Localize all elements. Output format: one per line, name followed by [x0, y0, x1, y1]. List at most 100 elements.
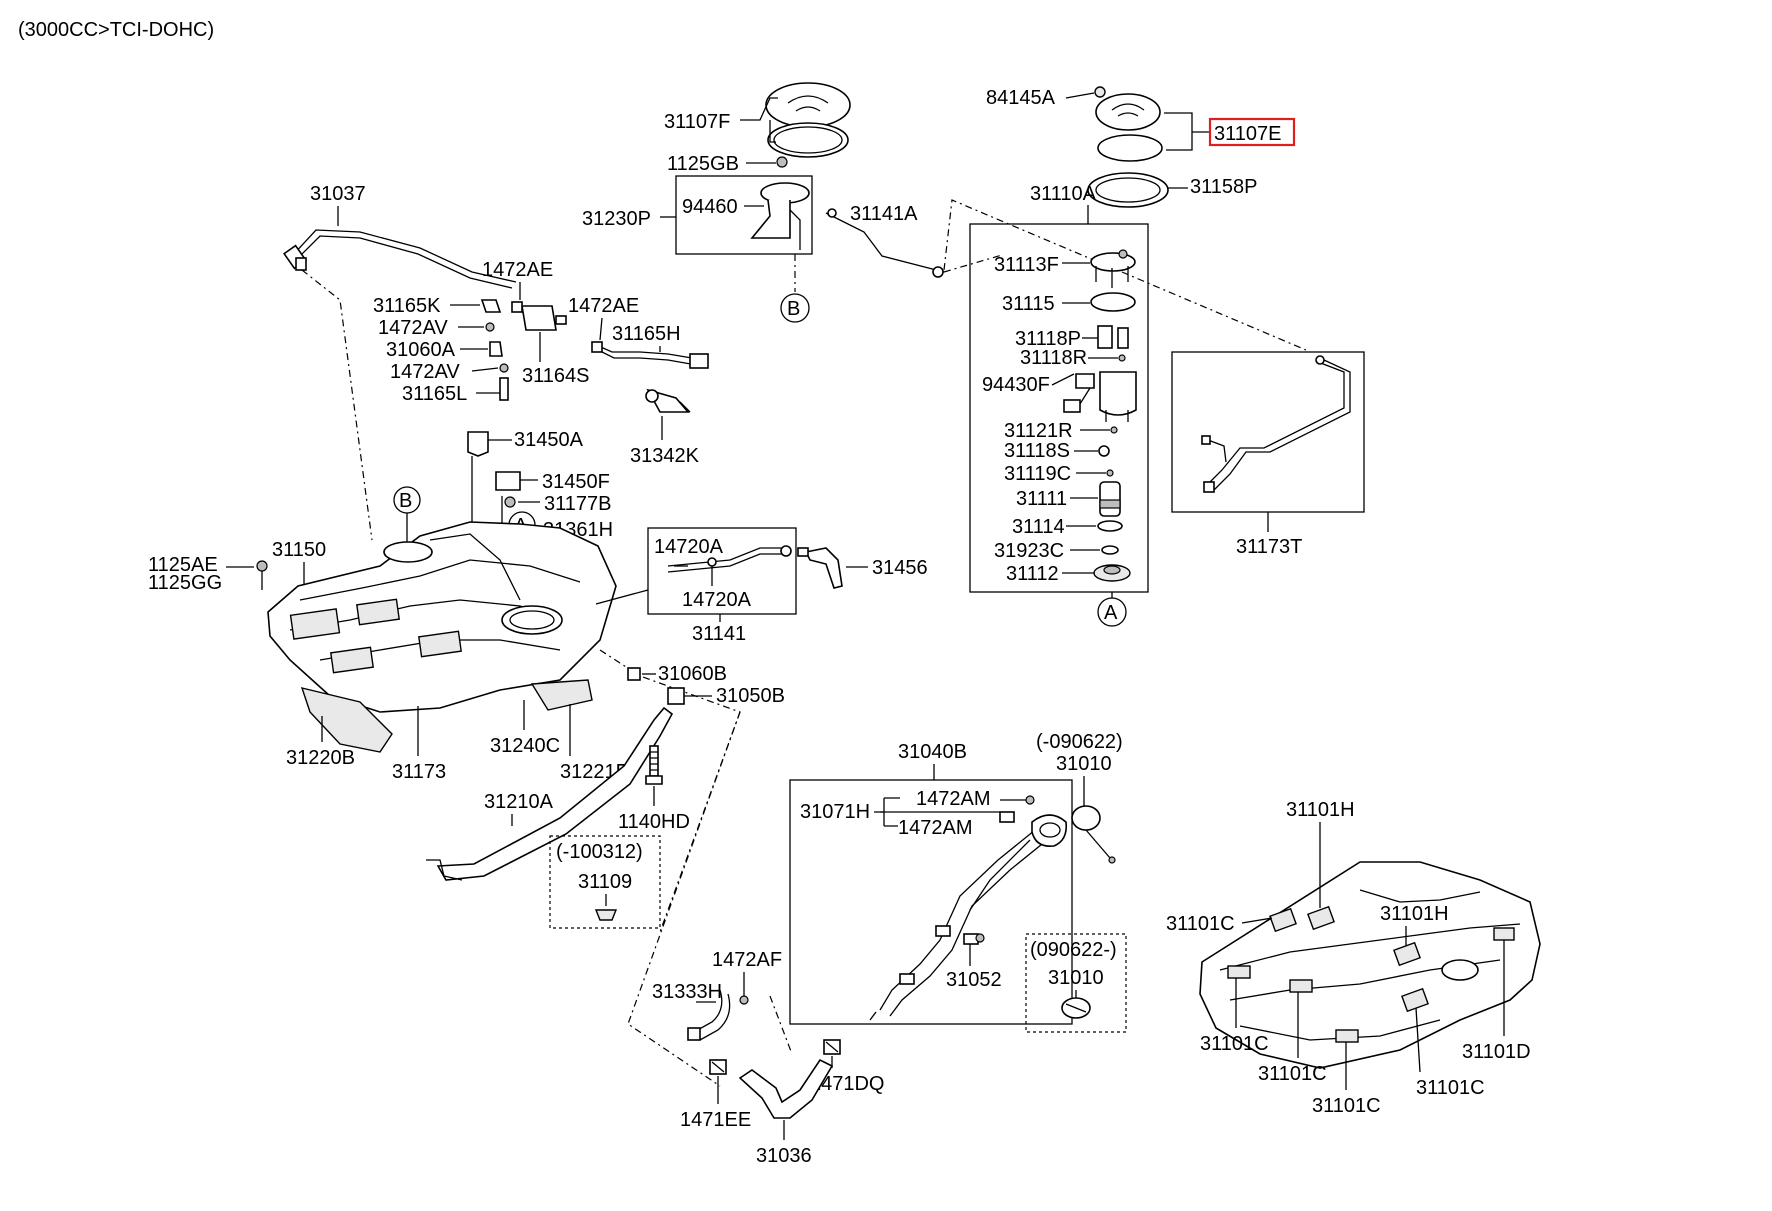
callout-31052[interactable]: 31052: [946, 969, 1002, 991]
callout-31101C-c[interactable]: 31101C: [1258, 1063, 1327, 1085]
callout-1472AF[interactable]: 1472AF: [712, 949, 782, 971]
callout-1125GG[interactable]: 1125GG: [148, 572, 222, 594]
callout-94460[interactable]: 94460: [682, 196, 738, 218]
callout-1472AE-a[interactable]: 1472AE: [482, 259, 553, 281]
callout-31158P[interactable]: 31158P: [1190, 176, 1257, 198]
callout-31036[interactable]: 31036: [756, 1145, 812, 1167]
callout-14720A-b[interactable]: 14720A: [682, 589, 752, 611]
hose-31165H: [591, 341, 709, 369]
pump-body-94430F: [1063, 371, 1137, 422]
clamp-1471DQ: [823, 1039, 841, 1055]
callout-1472AM-a[interactable]: 1472AM: [916, 788, 991, 810]
callout-31101C-b[interactable]: 31101C: [1200, 1033, 1269, 1055]
callout-31110A[interactable]: 31110A: [1030, 183, 1097, 205]
callout-31101D[interactable]: 31101D: [1462, 1041, 1531, 1063]
pump-flange-31113F: [1090, 249, 1136, 288]
callout-31119C[interactable]: 31119C: [1004, 463, 1071, 485]
hose-31165K: [480, 299, 502, 313]
callout-31118P[interactable]: 31118P: [1015, 328, 1081, 350]
callout-31037[interactable]: 31037: [310, 183, 366, 205]
marker-A-right: [1097, 597, 1127, 627]
callout-31112[interactable]: 31112: [1006, 563, 1059, 585]
callout-31173[interactable]: 31173: [392, 761, 446, 783]
breather-hose-31333H: [687, 989, 731, 1041]
fuel-cap-31010-new: [1061, 997, 1091, 1019]
callout-31150[interactable]: 31150: [272, 539, 326, 561]
callout-31240C[interactable]: 31240C: [490, 735, 560, 757]
callout-1471EE[interactable]: 1471EE: [680, 1109, 751, 1131]
callout-31101H-b[interactable]: 31101H: [1380, 903, 1449, 925]
callout-31111[interactable]: 31111: [1016, 488, 1067, 510]
callout-31165K[interactable]: 31165K: [373, 295, 441, 317]
callout-31113F[interactable]: 31113F: [994, 254, 1059, 276]
callout-31923C[interactable]: 31923C: [994, 540, 1064, 562]
callout-1125GB[interactable]: 1125GB: [667, 153, 739, 175]
callout-31141A[interactable]: 31141A: [850, 203, 918, 225]
callout-31101C-a[interactable]: 31101C: [1166, 913, 1235, 935]
clamp-31456: [797, 547, 843, 589]
callout-31060B[interactable]: 31060B: [658, 663, 727, 685]
callout-090622b[interactable]: (090622-): [1030, 939, 1117, 961]
callout-31342K[interactable]: 31342K: [630, 445, 700, 467]
callout-31165H[interactable]: 31165H: [612, 323, 681, 345]
clip-1472AM: [999, 811, 1015, 823]
callout-31050B[interactable]: 31050B: [716, 685, 785, 707]
fuel-sender-94460: [750, 182, 810, 250]
callout-1471DQ[interactable]: 1471DQ: [810, 1073, 885, 1095]
callout-31450F[interactable]: 31450F: [542, 471, 610, 493]
callout-1472AE-b[interactable]: 1472AE: [568, 295, 639, 317]
marker-B-top-label: B: [787, 298, 800, 320]
callout-1140HD[interactable]: 1140HD: [618, 811, 690, 833]
optional-box-31010-new: [1025, 933, 1127, 1033]
callout-31107F[interactable]: 31107F: [664, 111, 730, 133]
callout-31107E[interactable]: 31107E: [1214, 123, 1281, 145]
callout-1472AM-b[interactable]: 1472AM: [898, 817, 973, 839]
marker-B-top: [780, 293, 810, 323]
callout-1125AE[interactable]: 1125AE: [148, 554, 218, 576]
callout-31141[interactable]: 31141: [692, 623, 746, 645]
highlight-box-31107E: [1208, 117, 1296, 147]
callout-31210A[interactable]: 31210A: [484, 791, 554, 813]
callout-31060A[interactable]: 31060A: [386, 339, 456, 361]
callout-31177B[interactable]: 31177B: [544, 493, 611, 515]
callout-31118S[interactable]: 31118S: [1004, 440, 1070, 462]
callout-090622a[interactable]: (-090622): [1036, 731, 1123, 753]
callout-31115[interactable]: 31115: [1002, 293, 1055, 315]
filler-pipe-31040B: [879, 814, 1068, 1017]
callout-31165L[interactable]: 31165L: [402, 383, 467, 405]
callout-1472AV-b[interactable]: 1472AV: [390, 361, 460, 383]
regulator-31118P: [1097, 325, 1129, 349]
fuel-tank-31150: [267, 521, 617, 713]
callout-31010a[interactable]: 31010: [1056, 753, 1112, 775]
callout-31230P[interactable]: 31230P: [582, 208, 651, 230]
callout-31109[interactable]: 31109: [578, 871, 632, 893]
callout-1472AV-a[interactable]: 1472AV: [378, 317, 448, 339]
callout-31010b[interactable]: 31010: [1048, 967, 1104, 989]
callout-31220B[interactable]: 31220B: [286, 747, 355, 769]
callout-31101H-a[interactable]: 31101H: [1286, 799, 1355, 821]
callout-100312[interactable]: (-100312): [556, 841, 643, 863]
callout-31114[interactable]: 31114: [1012, 516, 1065, 538]
fuel-tube-box-31173T: [1171, 351, 1365, 513]
callout-31450A[interactable]: 31450A: [514, 429, 584, 451]
callout-31040B[interactable]: 31040B: [898, 741, 967, 763]
callout-31121R[interactable]: 31121R: [1004, 420, 1073, 442]
callout-31333H[interactable]: 31333H: [652, 981, 722, 1003]
canister-valve-31164S: [511, 301, 567, 331]
callout-31118R[interactable]: 31118R: [1020, 347, 1087, 369]
callout-31101C-e[interactable]: 31101C: [1416, 1077, 1485, 1099]
bolt-1140HD: [645, 745, 663, 785]
bracket-31450A: [467, 431, 489, 457]
shield-31221F: [530, 679, 593, 711]
callout-94430F[interactable]: 94430F: [982, 374, 1050, 396]
callout-31071H[interactable]: 31071H: [800, 801, 870, 823]
callout-14720A-a[interactable]: 14720A: [654, 536, 724, 558]
vapor-hose-31037: [282, 229, 517, 289]
callout-31173T[interactable]: 31173T: [1236, 536, 1302, 558]
callout-31101C-d[interactable]: 31101C: [1312, 1095, 1381, 1117]
callout-31164S[interactable]: 31164S: [522, 365, 589, 387]
callout-84145A[interactable]: 84145A: [986, 87, 1056, 109]
cover-clips-31101C: [1227, 905, 1515, 1043]
tank-strap-31210A: [426, 706, 674, 881]
callout-31456[interactable]: 31456: [872, 557, 928, 579]
